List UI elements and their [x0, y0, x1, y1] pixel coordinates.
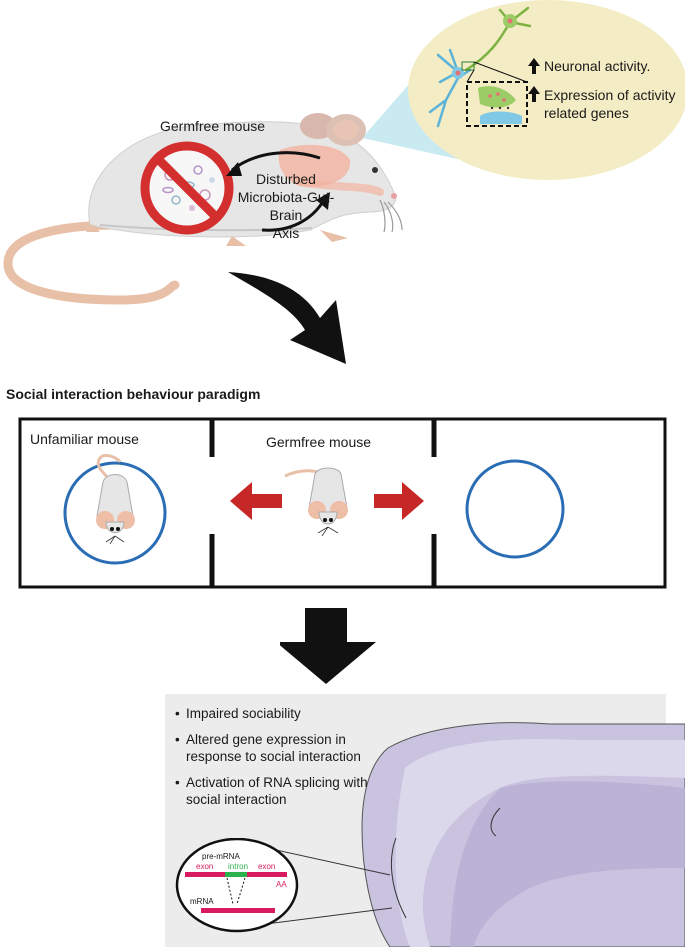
- inset-expression-line-1: Expression of activity: [544, 87, 676, 103]
- right-red-arrow: [374, 482, 424, 520]
- big-curved-arrow: [228, 272, 346, 364]
- neuron-inset-ellipse: [408, 0, 685, 180]
- axis-label-line-2: Microbiota-Gut-Brain: [237, 189, 335, 223]
- bullet-item: Impaired sociability: [175, 705, 390, 722]
- germfree-mouse-icon: [284, 467, 348, 537]
- axis-label-line-3: Axis: [272, 225, 300, 241]
- bullet-item: Activation of RNA splicing with social i…: [175, 774, 390, 808]
- top-illustration: [3, 0, 685, 364]
- bullet-item: Altered gene expression in response to s…: [175, 731, 390, 765]
- pre-mrna-exon-right: [247, 872, 287, 877]
- whiskers: [379, 199, 403, 233]
- exon-right-label: exon: [258, 862, 276, 871]
- brain-section: [361, 722, 685, 947]
- splicing-diagram: [175, 838, 299, 933]
- up-arrow-icon: [528, 58, 540, 102]
- mrna-bar: [201, 908, 275, 913]
- unfamiliar-mouse-label: Unfamiliar mouse: [30, 431, 139, 447]
- paradigm-title: Social interaction behaviour paradigm: [6, 386, 261, 402]
- right-cage-circle: [465, 459, 565, 559]
- inset-expression-line-2: related genes: [544, 105, 629, 121]
- unfamiliar-mouse-icon: [96, 454, 135, 545]
- center-germfree-label: Germfree mouse: [266, 434, 372, 450]
- mrna-label: mRNA: [190, 897, 214, 906]
- axis-label-line-1: Disturbed: [256, 171, 316, 187]
- axis-arrow-bottom: [261, 199, 326, 232]
- synapse-zoom-box: [466, 81, 528, 127]
- axis-arrow-top: [231, 151, 321, 172]
- pre-mrna-intron: [225, 872, 247, 877]
- left-cage-circle: [63, 461, 167, 565]
- left-red-arrow: [230, 482, 282, 520]
- aa-label: AA: [276, 880, 287, 889]
- axis-label: Disturbed Microbiota-Gut-Brain Axis: [226, 170, 346, 242]
- intron-label: intron: [228, 862, 249, 871]
- results-bullet-list: Impaired sociability Altered gene expres…: [175, 705, 390, 817]
- inset-neuronal-activity: Neuronal activity.: [544, 58, 651, 74]
- three-chamber-apparatus: [18, 417, 667, 589]
- pre-mrna-label: pre-mRNA: [202, 852, 240, 861]
- germfree-mouse-label: Germfree mouse: [160, 118, 266, 134]
- down-arrow: [280, 608, 376, 684]
- exon-left-label: exon: [196, 862, 214, 871]
- pre-mrna-exon-left: [185, 872, 225, 877]
- mouse-tail: [3, 220, 180, 305]
